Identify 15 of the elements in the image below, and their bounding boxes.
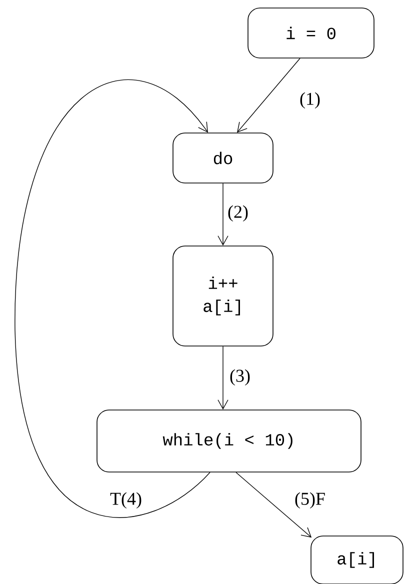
arrow: [218, 183, 228, 246]
code-box: i = 0: [248, 8, 374, 58]
code-box: do: [172, 132, 274, 184]
edge-label: (5)F: [294, 491, 326, 510]
arrow: [237, 58, 300, 133]
edge-label: (2): [226, 204, 250, 223]
code-box: while(i < 10): [96, 410, 362, 472]
edge-label: (3): [228, 368, 252, 387]
code-box: i++ a[i]: [172, 246, 274, 346]
arrow: [218, 346, 228, 410]
arrow: [236, 472, 312, 538]
arrow: [14, 80, 210, 518]
code-box: a[i]: [310, 536, 404, 584]
edge-label: (1): [298, 91, 322, 110]
edge-label: T(4): [109, 491, 143, 510]
